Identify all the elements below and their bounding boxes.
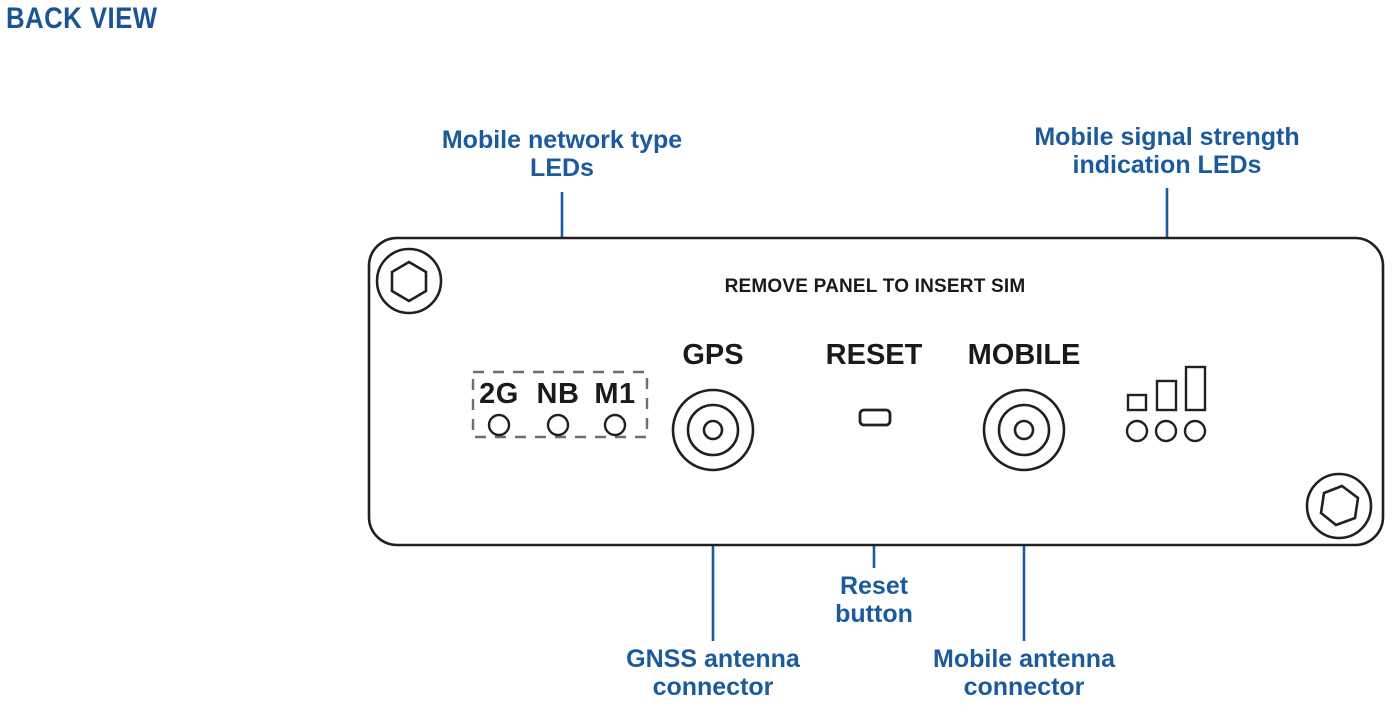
signal-strength-led-indicators (1125, 419, 1207, 443)
mobile-antenna-connector (982, 388, 1066, 472)
reset-button[interactable] (858, 408, 892, 427)
screw-top-left-hex (390, 260, 428, 303)
gps-port-label: GPS (682, 339, 744, 371)
led-m1 (603, 413, 627, 437)
signal-bar-1 (1126, 393, 1148, 412)
callout-mobile-antenna-connector: Mobile antenna connector (933, 645, 1115, 701)
led-label-nb: NB (536, 378, 580, 410)
signal-bar-2 (1155, 379, 1178, 412)
signal-led-3 (1183, 419, 1207, 443)
signal-led-1 (1125, 419, 1149, 443)
callout-mobile-network-type-leds: Mobile network type LEDs (441, 126, 683, 182)
screw-bottom-right-hex (1319, 484, 1360, 527)
mobile-connector-middle-ring (997, 403, 1051, 457)
callout-gnss-antenna-connector: GNSS antenna connector (626, 645, 800, 701)
gnss-antenna-connector (671, 388, 755, 472)
device-panel-outline (367, 236, 1385, 547)
callout-reset-button: Reset button (835, 572, 913, 628)
screw-bottom-right-ring (1305, 472, 1373, 540)
mobile-connector-pin (1013, 419, 1035, 441)
gnss-connector-outer-ring (671, 388, 755, 472)
sim-instruction-text: REMOVE PANEL TO INSERT SIM (724, 276, 1026, 297)
screw-top-left-ring (375, 247, 443, 315)
gnss-connector-pin (702, 419, 724, 441)
signal-strength-bars (1126, 365, 1207, 412)
screw-top-left (375, 247, 443, 315)
signal-led-2 (1154, 419, 1178, 443)
led-2g (487, 413, 511, 437)
network-type-led-indicators (487, 413, 627, 437)
mobile-port-label: MOBILE (967, 339, 1081, 371)
signal-bar-3 (1184, 365, 1207, 412)
reset-port-label: RESET (825, 339, 923, 371)
led-label-m1: M1 (594, 378, 636, 410)
led-label-2g: 2G (479, 378, 519, 410)
callout-mobile-signal-strength-leds: Mobile signal strength indication LEDs (1034, 123, 1300, 179)
page-title: BACK VIEW (6, 2, 158, 35)
screw-bottom-right (1305, 472, 1373, 540)
mobile-connector-outer-ring (982, 388, 1066, 472)
led-nb (546, 413, 570, 437)
gnss-connector-middle-ring (686, 403, 740, 457)
network-type-led-group-outline (471, 370, 649, 439)
